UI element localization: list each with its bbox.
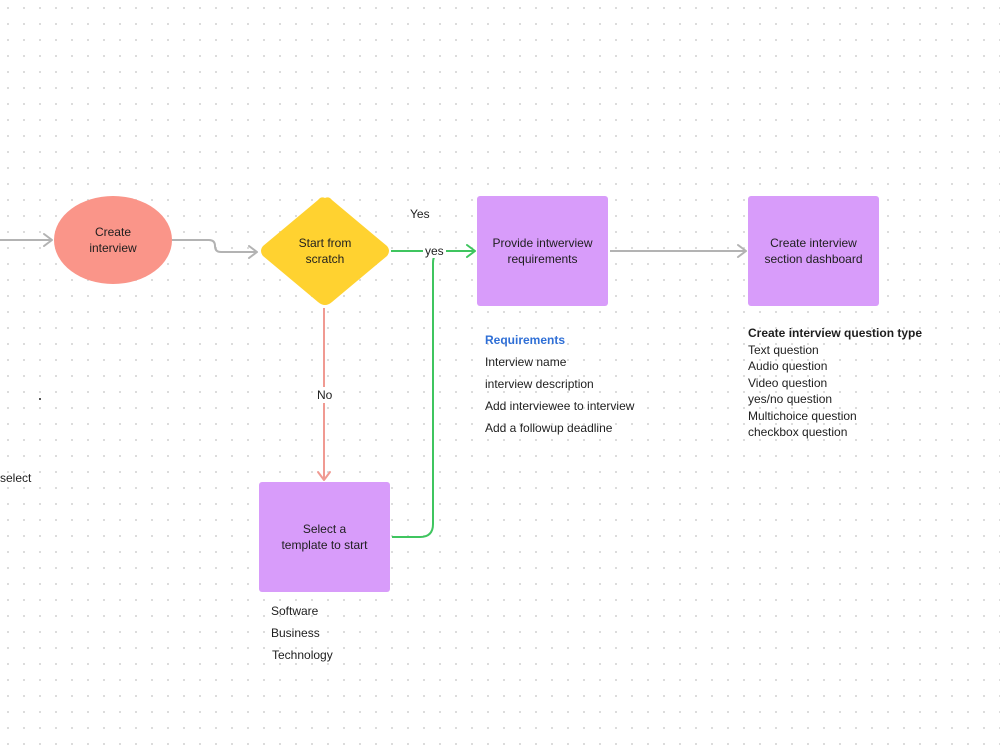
requirements-text-block[interactable]: Requirements Interview name interview de… (485, 332, 634, 442)
requirements-title: Requirements (485, 333, 566, 347)
edge-label-yes-lower[interactable]: yes (423, 244, 446, 258)
edge-label-yes-upper[interactable]: Yes (410, 207, 430, 221)
question-type-item: Video question (748, 375, 828, 390)
question-type-item: checkbox question (748, 425, 848, 439)
requirements-item: Interview name (485, 355, 567, 369)
question-type-item: Multichoice question (748, 408, 857, 423)
create-interview-label: Create interview (89, 225, 137, 255)
question-types-text-block[interactable]: Create interview question type Text ques… (748, 325, 922, 441)
templates-text-block[interactable]: Software Business Technology (271, 603, 333, 669)
edge-label-no[interactable]: No (314, 387, 336, 403)
stray-dot (39, 398, 41, 400)
side-text-select[interactable]: select (0, 471, 32, 485)
start-from-scratch-decision[interactable]: Start from scratch (259, 196, 391, 306)
start-from-scratch-label: Start from scratch (298, 236, 352, 266)
arrowhead-icon (248, 245, 258, 259)
question-type-item: yes/no question (748, 392, 833, 406)
diamond-shape (261, 197, 389, 305)
question-type-item: Text question (748, 342, 819, 357)
provide-requirements-sticky[interactable]: Provide intwerview requirements (477, 196, 608, 306)
connector-create-to-decision[interactable] (172, 239, 257, 253)
connector-template-to-requirements[interactable] (392, 250, 475, 538)
requirements-item: Add a followup deadline (485, 421, 613, 435)
template-item: Technology (272, 648, 333, 662)
select-template-sticky[interactable]: Select a template to start (259, 482, 390, 592)
template-item: Software (271, 604, 319, 618)
arrowhead-icon (43, 233, 53, 247)
select-template-label: Select a template to start (281, 522, 368, 552)
section-dashboard-sticky[interactable]: Create interview section dashboard (748, 196, 879, 306)
create-interview-ellipse[interactable]: Create interview (54, 196, 172, 284)
question-types-title: Create interview question type (748, 326, 923, 340)
arrowhead-icon (737, 244, 747, 258)
arrowhead-icon (317, 471, 331, 481)
question-type-item: Audio question (748, 359, 828, 373)
provide-requirements-label: Provide intwerview requirements (492, 236, 593, 266)
requirements-item: interview description (485, 377, 594, 391)
section-dashboard-label: Create interview section dashboard (764, 236, 863, 266)
requirements-item: Add interviewee to interview (485, 399, 635, 413)
template-item: Business (271, 626, 320, 640)
